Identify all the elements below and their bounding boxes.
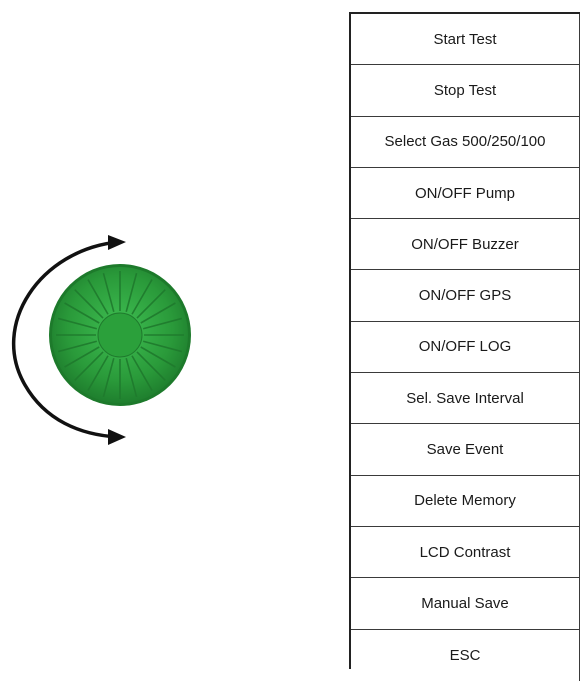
knob-ridge	[131, 279, 153, 315]
menu-item-delete-memory[interactable]: Delete Memory	[351, 475, 580, 527]
menu-item-lcd-contrast[interactable]: LCD Contrast	[351, 526, 580, 579]
knob-ridge	[64, 346, 100, 368]
knob-ridge	[74, 351, 104, 381]
knob-ridge	[142, 317, 183, 330]
rotary-knob-svg[interactable]	[0, 225, 200, 455]
menu-item-select-gas-500-250-100[interactable]: Select Gas 500/250/100	[351, 116, 580, 168]
double-arrow-arc-icon	[12, 235, 126, 445]
knob-ridge	[57, 340, 98, 353]
knob-ridge	[87, 355, 109, 391]
knob-ridge	[64, 302, 100, 324]
knob-ridge	[74, 289, 104, 319]
menu-item-esc[interactable]: ESC	[351, 629, 580, 681]
menu-item-on-off-pump[interactable]: ON/OFF Pump	[351, 167, 580, 220]
knob-ridge	[136, 351, 166, 381]
knob-ridge	[131, 355, 153, 391]
knob-ridge	[102, 357, 115, 398]
knob-ridge	[102, 272, 115, 313]
menu-item-sel-save-interval[interactable]: Sel. Save Interval	[351, 373, 580, 425]
knob-ridge	[57, 317, 98, 330]
menu-item-manual-save[interactable]: Manual Save	[351, 578, 580, 630]
knob-ridge	[140, 346, 176, 368]
menu-item-on-off-log[interactable]: ON/OFF LOG	[351, 321, 580, 374]
rotary-knob-group[interactable]	[0, 225, 200, 455]
knob-ridge	[136, 289, 166, 319]
knob-ridge	[125, 272, 138, 313]
knob-ridge	[87, 279, 109, 315]
menu-item-start-test[interactable]: Start Test	[351, 14, 580, 66]
rotary-encoder-knob-icon[interactable]	[49, 264, 191, 406]
knob-ridge	[140, 302, 176, 324]
knob-ridge	[142, 340, 183, 353]
menu-item-on-off-gps[interactable]: ON/OFF GPS	[351, 270, 580, 322]
menu-item-on-off-buzzer[interactable]: ON/OFF Buzzer	[351, 219, 580, 271]
knob-ridge	[125, 357, 138, 398]
menu-item-stop-test[interactable]: Stop Test	[351, 65, 580, 117]
menu-item-save-event[interactable]: Save Event	[351, 424, 580, 476]
